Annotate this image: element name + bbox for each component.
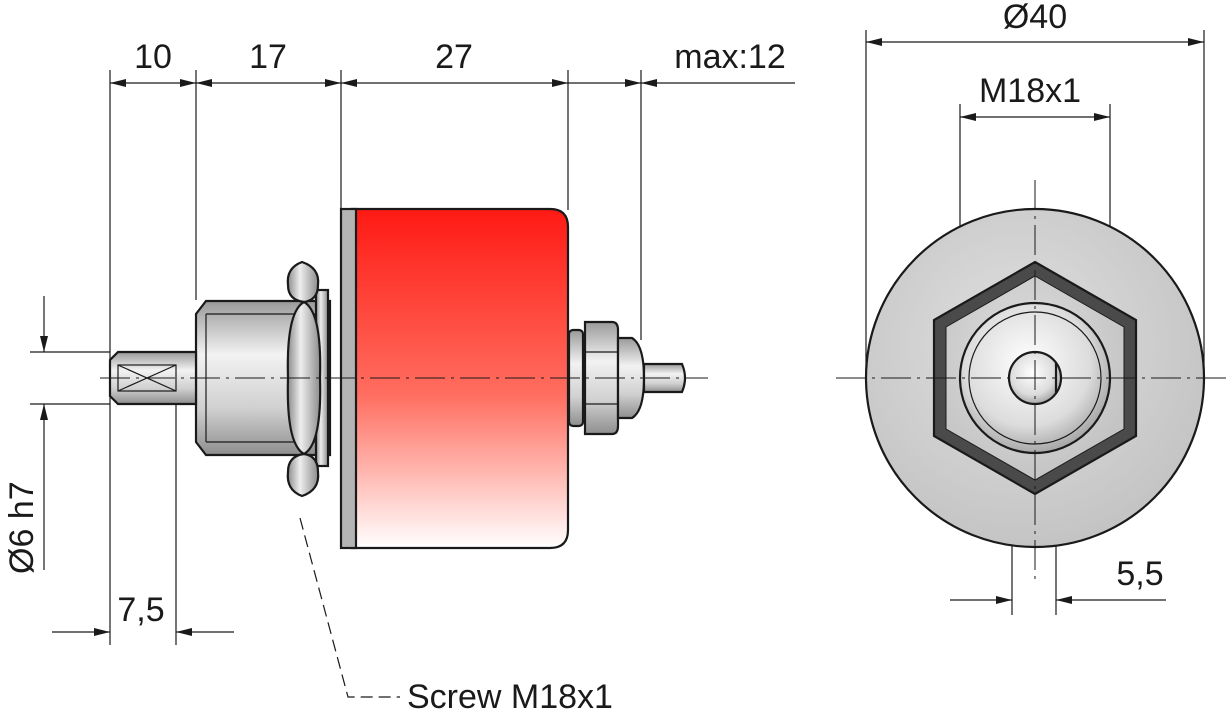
dim-label-flat-length: 7,5: [117, 591, 164, 629]
dim-label-thread-size: M18x1: [979, 72, 1081, 110]
dim-label-connector-length: max:12: [674, 38, 786, 76]
screw-callout-label: Screw M18x1: [407, 678, 613, 710]
dim-label-shaft-diameter: Ø6 h7: [3, 481, 41, 574]
nut-flat-bottom: [286, 452, 320, 498]
dim-label-flat-width: 5,5: [1116, 555, 1163, 593]
dim-label-body-diameter: Ø40: [1003, 0, 1067, 36]
dim-label-shaft-length: 10: [134, 38, 172, 76]
front-view: Ø40 M18x1 5,5: [836, 0, 1231, 615]
side-view: 10 17 27 max:12 Ø6 h7 7,5: [3, 38, 795, 710]
nut-flat-top: [286, 260, 320, 304]
dim-label-thread-length: 17: [249, 38, 287, 76]
screw-leader-line: [299, 517, 400, 698]
dim-label-body-length: 27: [435, 38, 473, 76]
